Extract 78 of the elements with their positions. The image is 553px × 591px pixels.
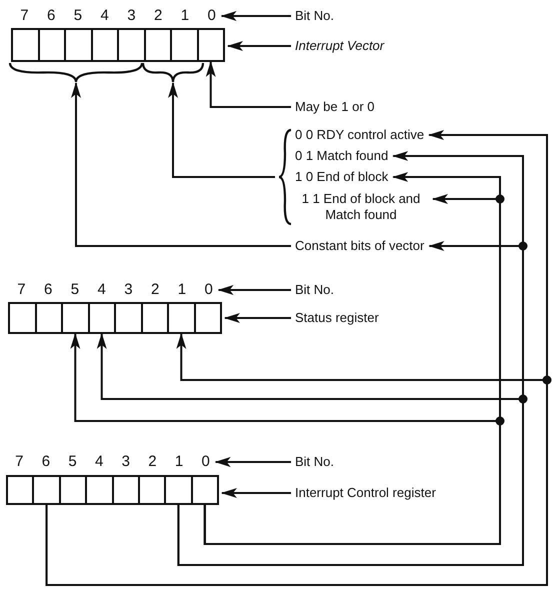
bit-cell [171,29,198,61]
bit-cell [192,476,218,504]
bit-number: 7 [14,453,24,471]
bit-number: 2 [150,281,160,299]
bit-cell [86,476,112,504]
bit-cell [198,29,224,61]
curly-brace [279,130,291,224]
bit-number: 5 [72,7,84,25]
bit-number: 4 [99,7,110,25]
bit-number: 2 [152,7,164,25]
callout-text: Status register [295,310,379,326]
bit-cell [38,29,65,61]
arrow [227,41,291,51]
bit-cell [112,476,139,504]
bit-cell [33,476,60,504]
bit-number: 2 [147,453,158,471]
register-bar [8,302,222,334]
arrow [71,82,291,247]
arrow [224,313,291,323]
bit-cell [138,476,166,504]
bit-number: 6 [46,7,56,25]
bit-number: 1 [174,453,184,471]
bit-cell [165,476,192,504]
arrow [218,285,291,295]
bit-cell [92,29,118,61]
bit-cell [88,303,115,333]
callout-text: 1 0 End of block [295,169,388,185]
bit-number: 4 [94,453,104,471]
bit-cell [168,303,194,333]
bit-number: 6 [42,281,54,299]
bit-number: 5 [70,281,80,299]
bit-number: 1 [180,7,190,25]
callout-text: May be 1 or 0 [295,99,374,115]
callout-text: 1 1 End of block and Match found [294,191,428,223]
bit-cell [65,29,92,61]
callout-text: Bit No. [295,454,334,470]
bit-cell [142,303,168,333]
bit-cell [194,303,221,333]
bit-cell [62,303,88,333]
arrow [46,333,548,586]
bit-cell [118,29,144,61]
arrow [168,82,275,178]
arrow [220,11,291,21]
callout-text: Bit No. [295,282,334,298]
register-bar [11,28,225,62]
callout-text: Interrupt Vector [295,38,384,54]
bit-cell [12,29,38,61]
bit-number: 3 [126,7,137,25]
arrow [96,333,524,566]
bit-cell [9,303,36,333]
curly-brace [143,63,203,82]
callout-text: Constant bits of vector [295,238,424,254]
callout-text: 0 0 RDY control active [295,127,424,143]
bit-number: 0 [198,453,213,471]
bit-number: 4 [96,281,107,299]
bit-cell [115,303,142,333]
arrow [214,457,291,467]
bit-number: 6 [40,453,52,471]
curly-brace [10,63,142,82]
bit-number: 7 [19,7,30,25]
bit-number: 0 [202,281,216,299]
callout-text: Bit No. [295,8,334,24]
bit-cell [60,476,86,504]
arrow [221,488,291,498]
bit-cell [7,476,34,504]
bit-number: 3 [123,281,134,299]
bit-number: 3 [120,453,131,471]
arrow [70,333,501,545]
bit-number: 1 [176,281,188,299]
register-bar [6,475,219,505]
bit-number: 7 [16,281,27,299]
bit-number: 5 [67,453,78,471]
arrow [206,61,291,108]
bit-cell [144,29,171,61]
callout-text: Interrupt Control register [295,485,436,501]
bit-cell [36,303,62,333]
callout-text: 0 1 Match found [295,148,388,164]
bit-number: 0 [204,7,219,25]
